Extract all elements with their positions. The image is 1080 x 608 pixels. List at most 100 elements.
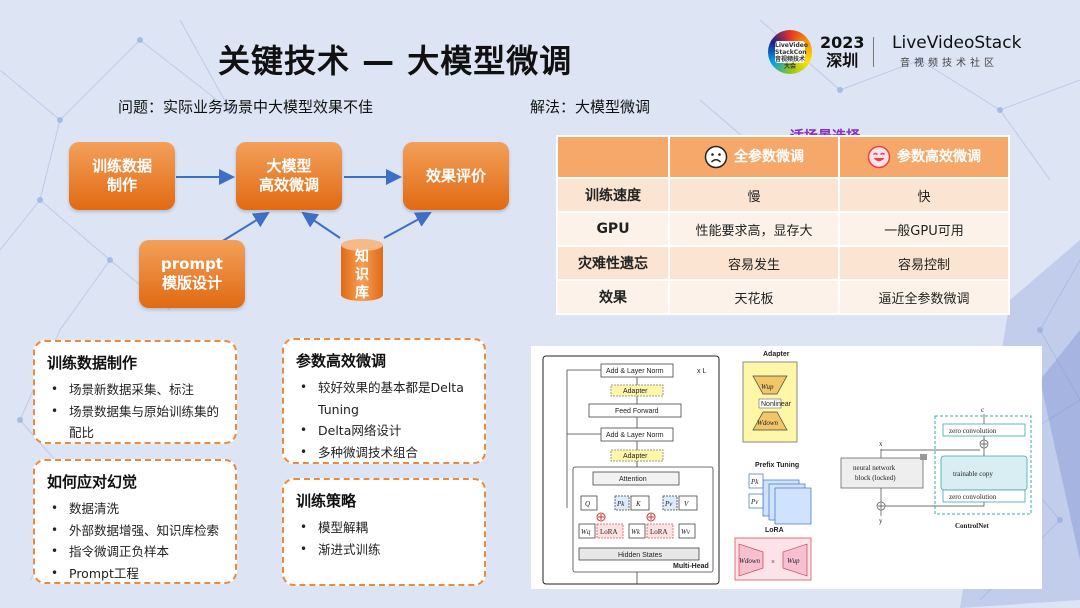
hidden-states-box <box>578 547 700 561</box>
y-label: y <box>879 517 883 525</box>
lora-q-box <box>596 523 624 539</box>
panel-data-prep: 训练数据制作 场景新数据采集、标注 场景数据集与原始训练集的配比 <box>33 340 237 444</box>
k-text: K <box>635 500 641 508</box>
v-box <box>678 495 698 511</box>
adapter-top-text: Adapter <box>623 388 648 395</box>
row-label: 训练速度 <box>556 177 670 213</box>
locked-text: block (locked) <box>855 474 896 482</box>
happy-face-icon <box>867 145 891 169</box>
wdown-lora-text: Wdown <box>739 557 761 565</box>
transformer-block-frame <box>542 355 720 585</box>
lock-icon <box>920 454 927 460</box>
wq-text: Wq <box>581 528 591 536</box>
list-item: 多种微调技术组合 <box>296 442 472 464</box>
panel-strategy: 训练策略 模型解耦 渐进式训练 <box>282 478 486 586</box>
panel-list: 数据清洗 外部数据增强、知识库检索 指令微调正负样本 Prompt工程 <box>47 498 223 584</box>
prefix-title: Prefix Tuning <box>755 462 799 469</box>
event-city: 深圳 <box>826 51 859 70</box>
trainable-copy-text: trainable copy <box>953 470 993 478</box>
wv-box <box>678 523 696 539</box>
panel-title: 训练数据制作 <box>47 354 138 372</box>
prefix-stack-3 <box>774 487 812 525</box>
flow-evaluate: 效果评价 <box>403 142 509 210</box>
x-label: x <box>879 440 883 448</box>
panel-title: 如何应对幻觉 <box>47 473 138 491</box>
cell-peft: 容易控制 <box>838 245 1010 281</box>
panel-peft: 参数高效微调 较好效果的基本都是Delta Tuning Delta网络设计 多… <box>282 338 486 464</box>
zero-conv-top-text: zero convolution <box>949 427 997 435</box>
table-row: 效果天花板逼近全参数微调 <box>556 279 1010 315</box>
cell-full: 性能要求高，显存大 <box>668 211 840 247</box>
table-header-row: 全参数微调 参数高效微调 <box>556 135 1010 179</box>
row-label: 灾难性遗忘 <box>556 245 670 281</box>
feed-forward-box <box>588 403 682 418</box>
header-peft: 参数高效微调 <box>838 135 1010 179</box>
table-row: 灾难性遗忘容易发生容易控制 <box>556 245 1010 281</box>
panel-list: 模型解耦 渐进式训练 <box>296 517 472 560</box>
multi-head-text: Multi-Head <box>673 563 709 570</box>
add-norm-top-text: Add & Layer Norm <box>606 368 664 375</box>
lora-q-text: LoRA <box>600 528 618 536</box>
list-item: 渐进式训练 <box>296 539 472 561</box>
hidden-states-text: Hidden States <box>618 552 662 559</box>
wup-adapter-text: Wup <box>761 383 774 391</box>
pk-text: Pk <box>616 500 625 508</box>
adapter-down-shape <box>752 411 788 431</box>
wup-lora-text: Wup <box>787 557 800 565</box>
flow-knowledge-base: 知 识 库 <box>355 249 369 301</box>
pv-prefix-box <box>748 493 764 509</box>
flow-data-prep: 训练数据 制作 <box>69 142 175 210</box>
list-item: 场景新数据采集、标注 <box>47 379 223 401</box>
controlnet-title: ControlNet <box>955 522 989 530</box>
cell-peft: 快 <box>838 177 1010 213</box>
full-finetune-label: 全参数微调 <box>734 149 804 165</box>
q-text: Q <box>585 500 590 508</box>
c-label: c <box>981 406 984 414</box>
event-logo-text: LiveVideo StackCon 音视频技术大会 <box>775 41 808 70</box>
nonlinear-text: Nonlinear <box>761 401 792 408</box>
cell-peft: 一般GPU可用 <box>838 211 1010 247</box>
q-box <box>580 495 598 511</box>
brand-divider <box>873 37 874 67</box>
panel-title: 训练策略 <box>296 492 357 510</box>
list-item: 指令微调正负样本 <box>47 541 223 563</box>
cell-peft: 逼近全参数微调 <box>838 279 1010 315</box>
v-text: V <box>684 500 689 508</box>
knowledge-base-cylinder <box>341 239 383 301</box>
list-item: Prompt工程 <box>47 563 223 585</box>
wk-box <box>628 523 646 539</box>
architecture-figure: x L Add & Layer Norm Adapter Feed Forwar… <box>531 346 1042 589</box>
solution-label: 解法：大模型微调 <box>530 98 651 116</box>
lora-title: LoRA <box>765 527 784 534</box>
panel-title: 参数高效微调 <box>296 352 387 370</box>
list-item: 模型解耦 <box>296 517 472 539</box>
list-item: Delta网络设计 <box>296 420 472 442</box>
lora-k-text: LoRA <box>650 528 668 536</box>
row-label: GPU <box>556 211 670 247</box>
feed-forward-text: Feed Forward <box>615 408 659 415</box>
wdown-adapter-text: Wdown <box>757 419 779 427</box>
lora-k-box <box>646 523 674 539</box>
event-logo: LiveVideo StackCon 音视频技术大会 <box>768 30 812 74</box>
pk-prefix-box <box>748 473 764 489</box>
locked-block-box <box>840 457 924 489</box>
architecture-diagram: x L Add & Layer Norm Adapter Feed Forwar… <box>542 351 1032 585</box>
adapter-up-shape <box>752 375 788 395</box>
header-empty <box>556 135 670 179</box>
list-item: 较好效果的基本都是Delta Tuning <box>296 377 472 420</box>
lora-down-shape <box>738 543 764 577</box>
panel-list: 较好效果的基本都是Delta Tuning Delta网络设计 多种微调技术组合 <box>296 377 472 463</box>
peft-label: 参数高效微调 <box>897 149 981 165</box>
flow-finetune: 大模型 高效微调 <box>236 142 342 210</box>
row-label: 效果 <box>556 279 670 315</box>
pv-text: Pv <box>664 500 673 508</box>
nonlinear-box <box>758 398 782 409</box>
attention-box <box>592 471 680 486</box>
k-box <box>630 495 650 511</box>
cell-full: 天花板 <box>668 279 840 315</box>
event-year: 2023 <box>820 33 865 52</box>
cell-full: 容易发生 <box>668 245 840 281</box>
